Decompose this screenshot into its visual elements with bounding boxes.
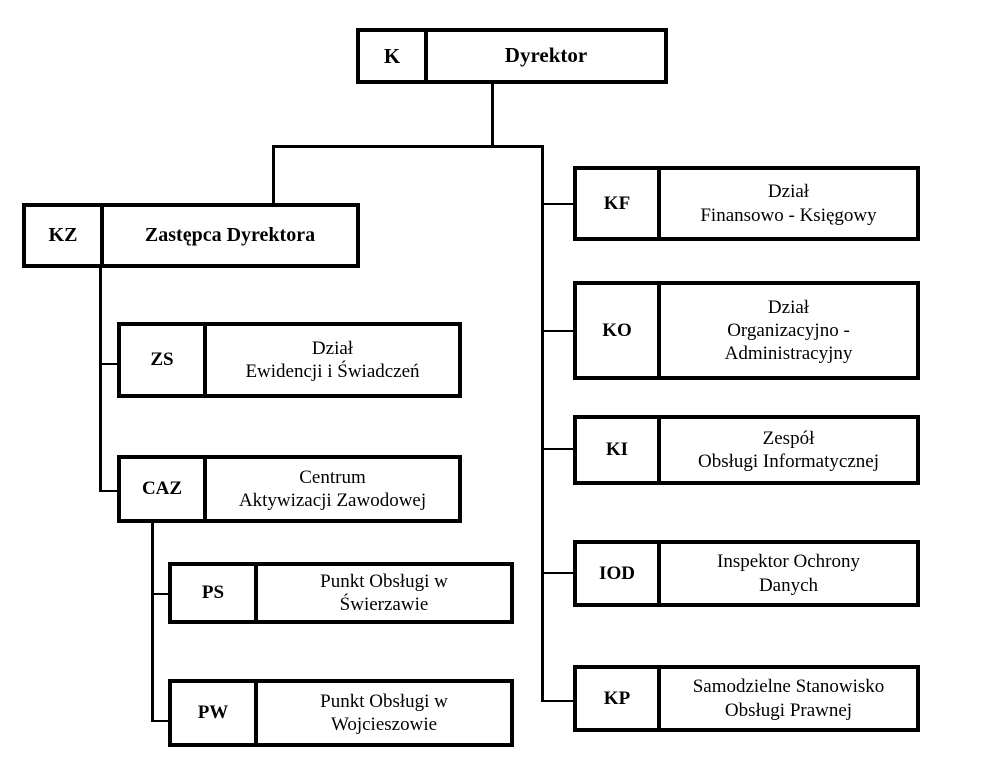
node-kf[interactable]: KF Dział Finansowo - Księgowy	[573, 166, 920, 241]
node-caz-code: CAZ	[121, 459, 207, 519]
node-ki-title-line-1: Zespół	[762, 427, 815, 449]
connector-caz-trunk	[151, 523, 154, 722]
node-kf-code: KF	[577, 170, 661, 237]
node-zs[interactable]: ZS Dział Ewidencji i Świadczeń	[117, 322, 462, 398]
node-iod-title-line-2: Danych	[758, 574, 819, 596]
node-director-title: Dyrektor	[428, 32, 664, 80]
node-iod-title: Inspektor Ochrony Danych	[661, 544, 916, 603]
node-ko-code: KO	[577, 285, 661, 376]
node-ki-code: KI	[577, 419, 661, 481]
node-ki-title: Zespół Obsługi Informatycznej	[661, 419, 916, 481]
node-zs-title-line-2: Ewidencji i Świadczeń	[245, 361, 420, 382]
node-director-code: K	[360, 32, 428, 80]
node-deputy-code: KZ	[26, 207, 104, 264]
connector-stub-ps	[151, 593, 171, 595]
node-pw-title: Punkt Obsługi w Wojcieszowie	[258, 683, 510, 743]
node-caz-title-line-1: Centrum	[299, 466, 366, 488]
node-kf-title-line-2: Finansowo - Księgowy	[700, 204, 877, 226]
node-deputy-title-line-1: Zastępca Dyrektora	[144, 224, 316, 247]
node-iod[interactable]: IOD Inspektor Ochrony Danych	[573, 540, 920, 607]
node-zs-title: Dział Ewidencji i Świadczeń	[207, 326, 458, 394]
node-kp-code: KP	[577, 669, 661, 728]
node-ki-title-line-2: Obsługi Informatycznej	[698, 451, 879, 472]
node-ko-title-line-3: Administracyjny	[724, 343, 853, 365]
node-ps-code: PS	[172, 566, 258, 620]
connector-stub-caz	[99, 490, 119, 492]
node-caz-title: Centrum Aktywizacji Zawodowej	[207, 459, 458, 519]
node-kf-title: Dział Finansowo - Księgowy	[661, 170, 916, 237]
node-kp-title-line-2: Obsługi Prawnej	[724, 699, 853, 721]
connector-director-down	[491, 84, 494, 146]
connector-stub-kf	[541, 203, 575, 205]
connector-stub-iod	[541, 572, 575, 574]
node-ps-title-line-2: Świerzawie	[339, 594, 429, 615]
node-pw-code: PW	[172, 683, 258, 743]
node-caz[interactable]: CAZ Centrum Aktywizacji Zawodowej	[117, 455, 462, 523]
connector-stub-ki	[541, 448, 575, 450]
node-ps-title-line-1: Punkt Obsługi w	[320, 570, 448, 592]
node-caz-title-line-2: Aktywizacji Zawodowej	[238, 490, 427, 511]
node-ps-title: Punkt Obsługi w Świerzawie	[258, 566, 510, 620]
node-iod-code: IOD	[577, 544, 661, 603]
node-pw-title-line-2: Wojcieszowie	[330, 714, 438, 735]
node-ko-title: Dział Organizacyjno - Administracyjny	[661, 285, 916, 376]
node-director[interactable]: K Dyrektor	[356, 28, 668, 84]
node-pw-title-line-1: Punkt Obsługi w	[320, 690, 448, 712]
node-kp[interactable]: KP Samodzielne Stanowisko Obsługi Prawne…	[573, 665, 920, 732]
connector-deputy-trunk	[99, 268, 102, 492]
node-deputy[interactable]: KZ Zastępca Dyrektora	[22, 203, 360, 268]
connector-stub-zs	[99, 363, 119, 365]
node-kp-title-line-1: Samodzielne Stanowisko	[692, 676, 885, 698]
node-pw[interactable]: PW Punkt Obsługi w Wojcieszowie	[168, 679, 514, 747]
connector-stub-kp	[541, 700, 575, 702]
node-ko[interactable]: KO Dział Organizacyjno - Administracyjny	[573, 281, 920, 380]
node-iod-title-line-1: Inspektor Ochrony	[717, 551, 860, 573]
node-ko-title-line-2: Organizacyjno -	[727, 319, 850, 341]
node-ps[interactable]: PS Punkt Obsługi w Świerzawie	[168, 562, 514, 624]
node-deputy-title: Zastępca Dyrektora	[104, 207, 356, 264]
node-director-title-line-1: Dyrektor	[504, 43, 588, 68]
node-zs-code: ZS	[121, 326, 207, 394]
node-kp-title: Samodzielne Stanowisko Obsługi Prawnej	[661, 669, 916, 728]
node-zs-title-line-1: Dział	[311, 337, 354, 359]
node-ki[interactable]: KI Zespół Obsługi Informatycznej	[573, 415, 920, 485]
connector-stub-pw	[151, 720, 171, 722]
connector-stub-ko	[541, 330, 575, 332]
node-ko-title-line-1: Dział	[767, 296, 810, 318]
connector-right-trunk	[541, 145, 544, 702]
connector-deputy-drop	[272, 145, 275, 205]
node-kf-title-line-1: Dział	[767, 181, 810, 203]
connector-main-horizontal	[272, 145, 544, 148]
